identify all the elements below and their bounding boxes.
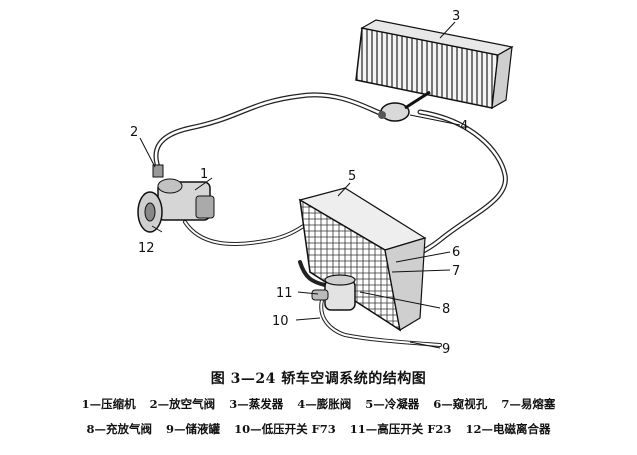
- callout-1: 1: [200, 167, 208, 182]
- callout-3: 3: [452, 9, 460, 24]
- refrigerant-lines: [153, 92, 508, 347]
- legend-item: 8—充放气阀: [86, 422, 153, 436]
- figure-title: 图 3—24 轿车空调系统的结构图: [210, 371, 427, 387]
- callout-10: 10: [272, 314, 289, 329]
- legend-item: 2—放空气阀: [149, 397, 216, 411]
- legend-item: 10—低压开关 F73: [234, 422, 336, 436]
- callout-7: 7: [452, 264, 460, 279]
- callout-4: 4: [460, 119, 468, 134]
- legend-item: 3—蒸发器: [229, 397, 284, 411]
- callout-2: 2: [130, 125, 138, 140]
- callout-5: 5: [348, 169, 356, 184]
- legend-item: 1—压缩机: [81, 397, 136, 411]
- electromagnetic-clutch: [137, 191, 163, 233]
- legend-item: 11—高压开关 F23: [349, 422, 452, 436]
- callout-12: 12: [138, 241, 155, 256]
- compressor: [157, 178, 215, 221]
- legend-item: 6—窥视孔: [433, 397, 488, 411]
- legend-item: 7—易熔塞: [501, 397, 556, 411]
- callout-6: 6: [452, 245, 460, 260]
- legend-row-1: 1—压缩机 2—放空气阀 3—蒸发器 4—膨胀阀 5—冷凝器 6—窥视孔 7—易…: [0, 396, 637, 412]
- evaporator: [355, 19, 514, 110]
- legend-item: 9—储液罐: [166, 422, 221, 436]
- callout-11: 11: [276, 286, 293, 301]
- legend-item: 5—冷凝器: [365, 397, 420, 411]
- leader-lines: [139, 21, 461, 349]
- legend-item: 4—膨胀阀: [297, 397, 352, 411]
- receiver-drier: [311, 274, 356, 311]
- legend-row-2: 8—充放气阀 9—储液罐 10—低压开关 F73 11—高压开关 F23 12—…: [0, 421, 637, 437]
- callout-8: 8: [442, 302, 450, 317]
- callout-9: 9: [442, 342, 450, 357]
- air-release-valve: [152, 164, 164, 178]
- callout-numbers: 1 2 3 4 5 6 7 8 9 10 11 12: [130, 9, 468, 357]
- legend-item: 12—电磁离合器: [465, 422, 551, 436]
- condenser: [298, 187, 427, 332]
- expansion-valve: [378, 90, 431, 122]
